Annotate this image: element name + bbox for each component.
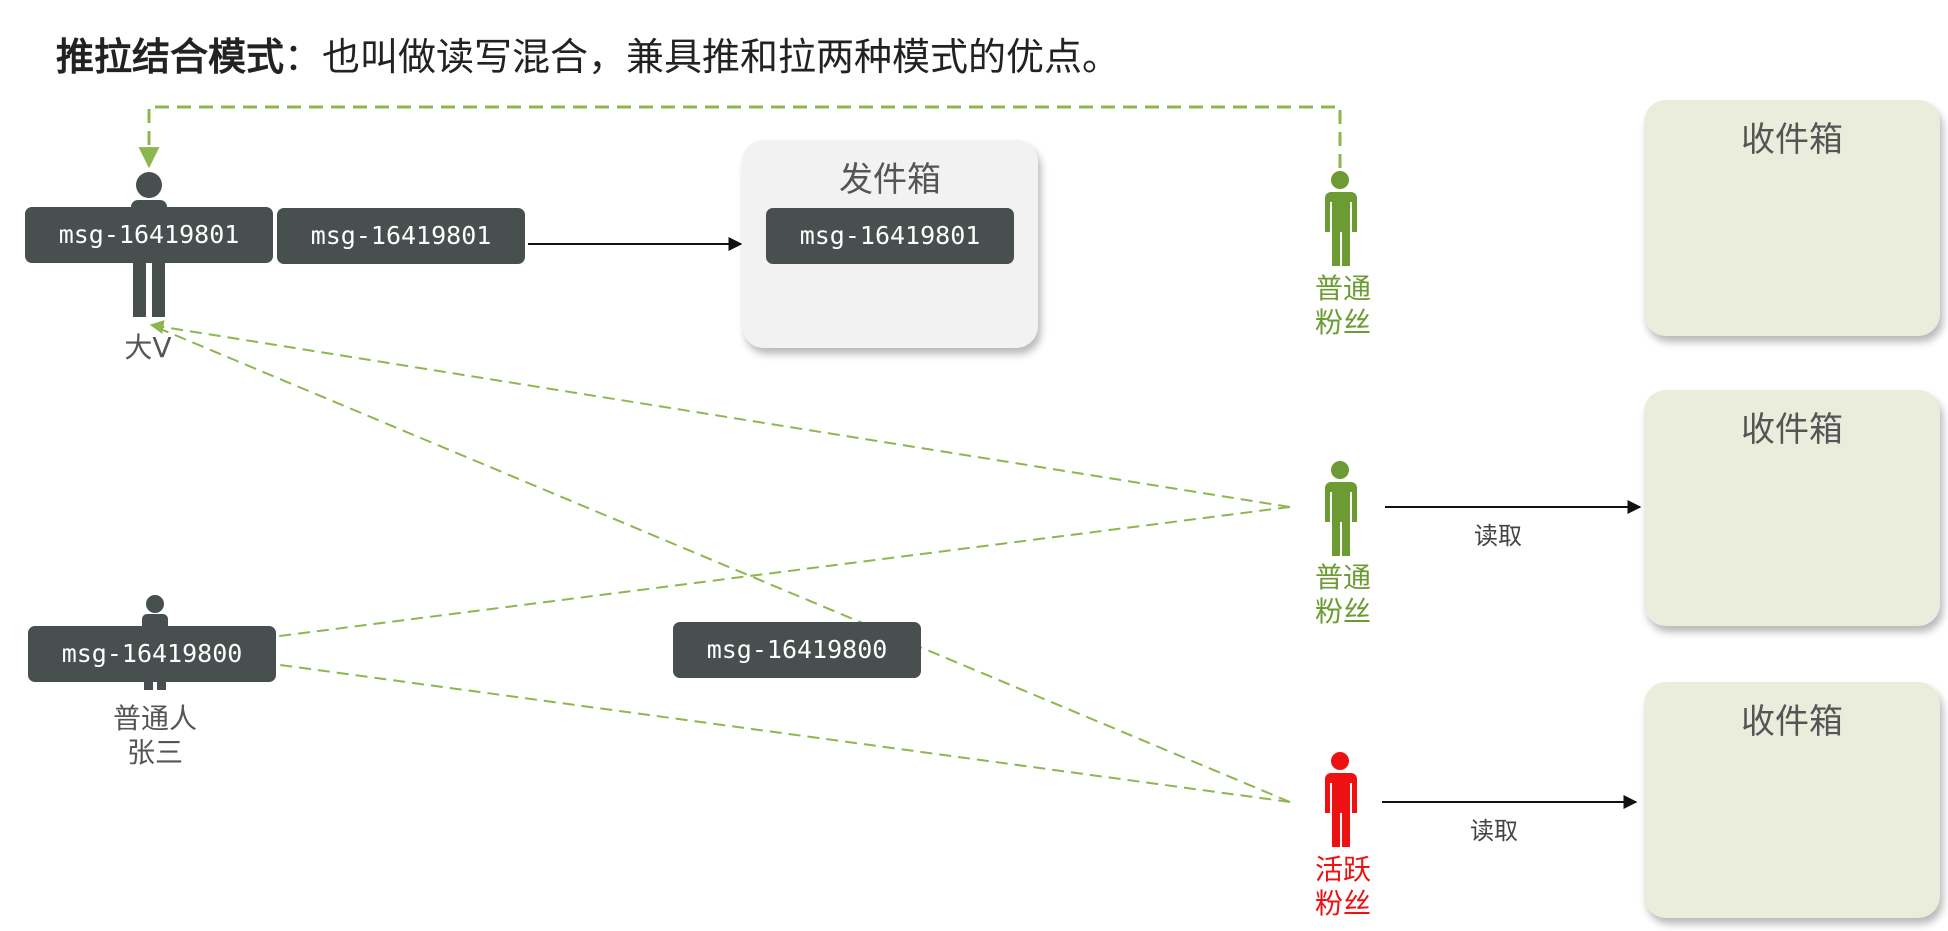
active-fan-label-line1: 活跃 <box>1314 853 1371 886</box>
pull-line-dashed <box>169 649 1291 803</box>
big-v-message: msg-16419801 <box>25 207 273 263</box>
inbox-2: 收件箱 <box>1644 390 1940 626</box>
read-label: 读取 <box>1470 817 1518 845</box>
fan-label-line1: 普通 <box>1314 272 1371 305</box>
fan-person-icon <box>1325 461 1357 556</box>
fan-label-line2: 粉丝 <box>1314 306 1371 339</box>
zhangsan-message: msg-16419800 <box>28 626 276 682</box>
outbox-message: msg-16419801 <box>766 208 1014 264</box>
title-rest: ：也叫做读写混合，兼具推和拉两种模式的优点。 <box>284 35 1121 79</box>
fan-label-line2: 粉丝 <box>1314 595 1371 628</box>
outbox-title: 发件箱 <box>839 160 941 200</box>
inbox-title: 收件箱 <box>1741 702 1843 742</box>
fan-label-line1: 普通 <box>1314 561 1371 594</box>
big-v-message-sent: msg-16419801 <box>277 208 525 264</box>
active-fan-label-line2: 粉丝 <box>1314 887 1371 920</box>
zhangsan-message-sent: msg-16419800 <box>673 622 921 678</box>
outbox: 发件箱 msg-16419801 <box>742 140 1038 348</box>
inbox-title: 收件箱 <box>1741 120 1843 160</box>
page-title: 推拉结合模式：也叫做读写混合，兼具推和拉两种模式的优点。 <box>56 26 1120 81</box>
pull-line-dashed <box>150 324 1291 803</box>
zhangsan-label-line1: 普通人 <box>112 702 197 735</box>
pull-line-dashed <box>149 320 1291 508</box>
big-v-label: 大V <box>124 331 172 364</box>
pull-line-dashed <box>168 506 1291 656</box>
title-bold: 推拉结合模式 <box>56 35 285 79</box>
inbox-3: 收件箱 <box>1644 682 1940 918</box>
zhangsan-label-line2: 张三 <box>126 736 183 769</box>
inbox-1: 收件箱 <box>1644 100 1940 336</box>
fan-person-icon <box>1325 171 1357 266</box>
active-fan-person-icon <box>1325 752 1357 847</box>
read-label: 读取 <box>1474 522 1522 550</box>
inbox-title: 收件箱 <box>1741 410 1843 450</box>
push-path-dashed <box>138 105 1342 169</box>
